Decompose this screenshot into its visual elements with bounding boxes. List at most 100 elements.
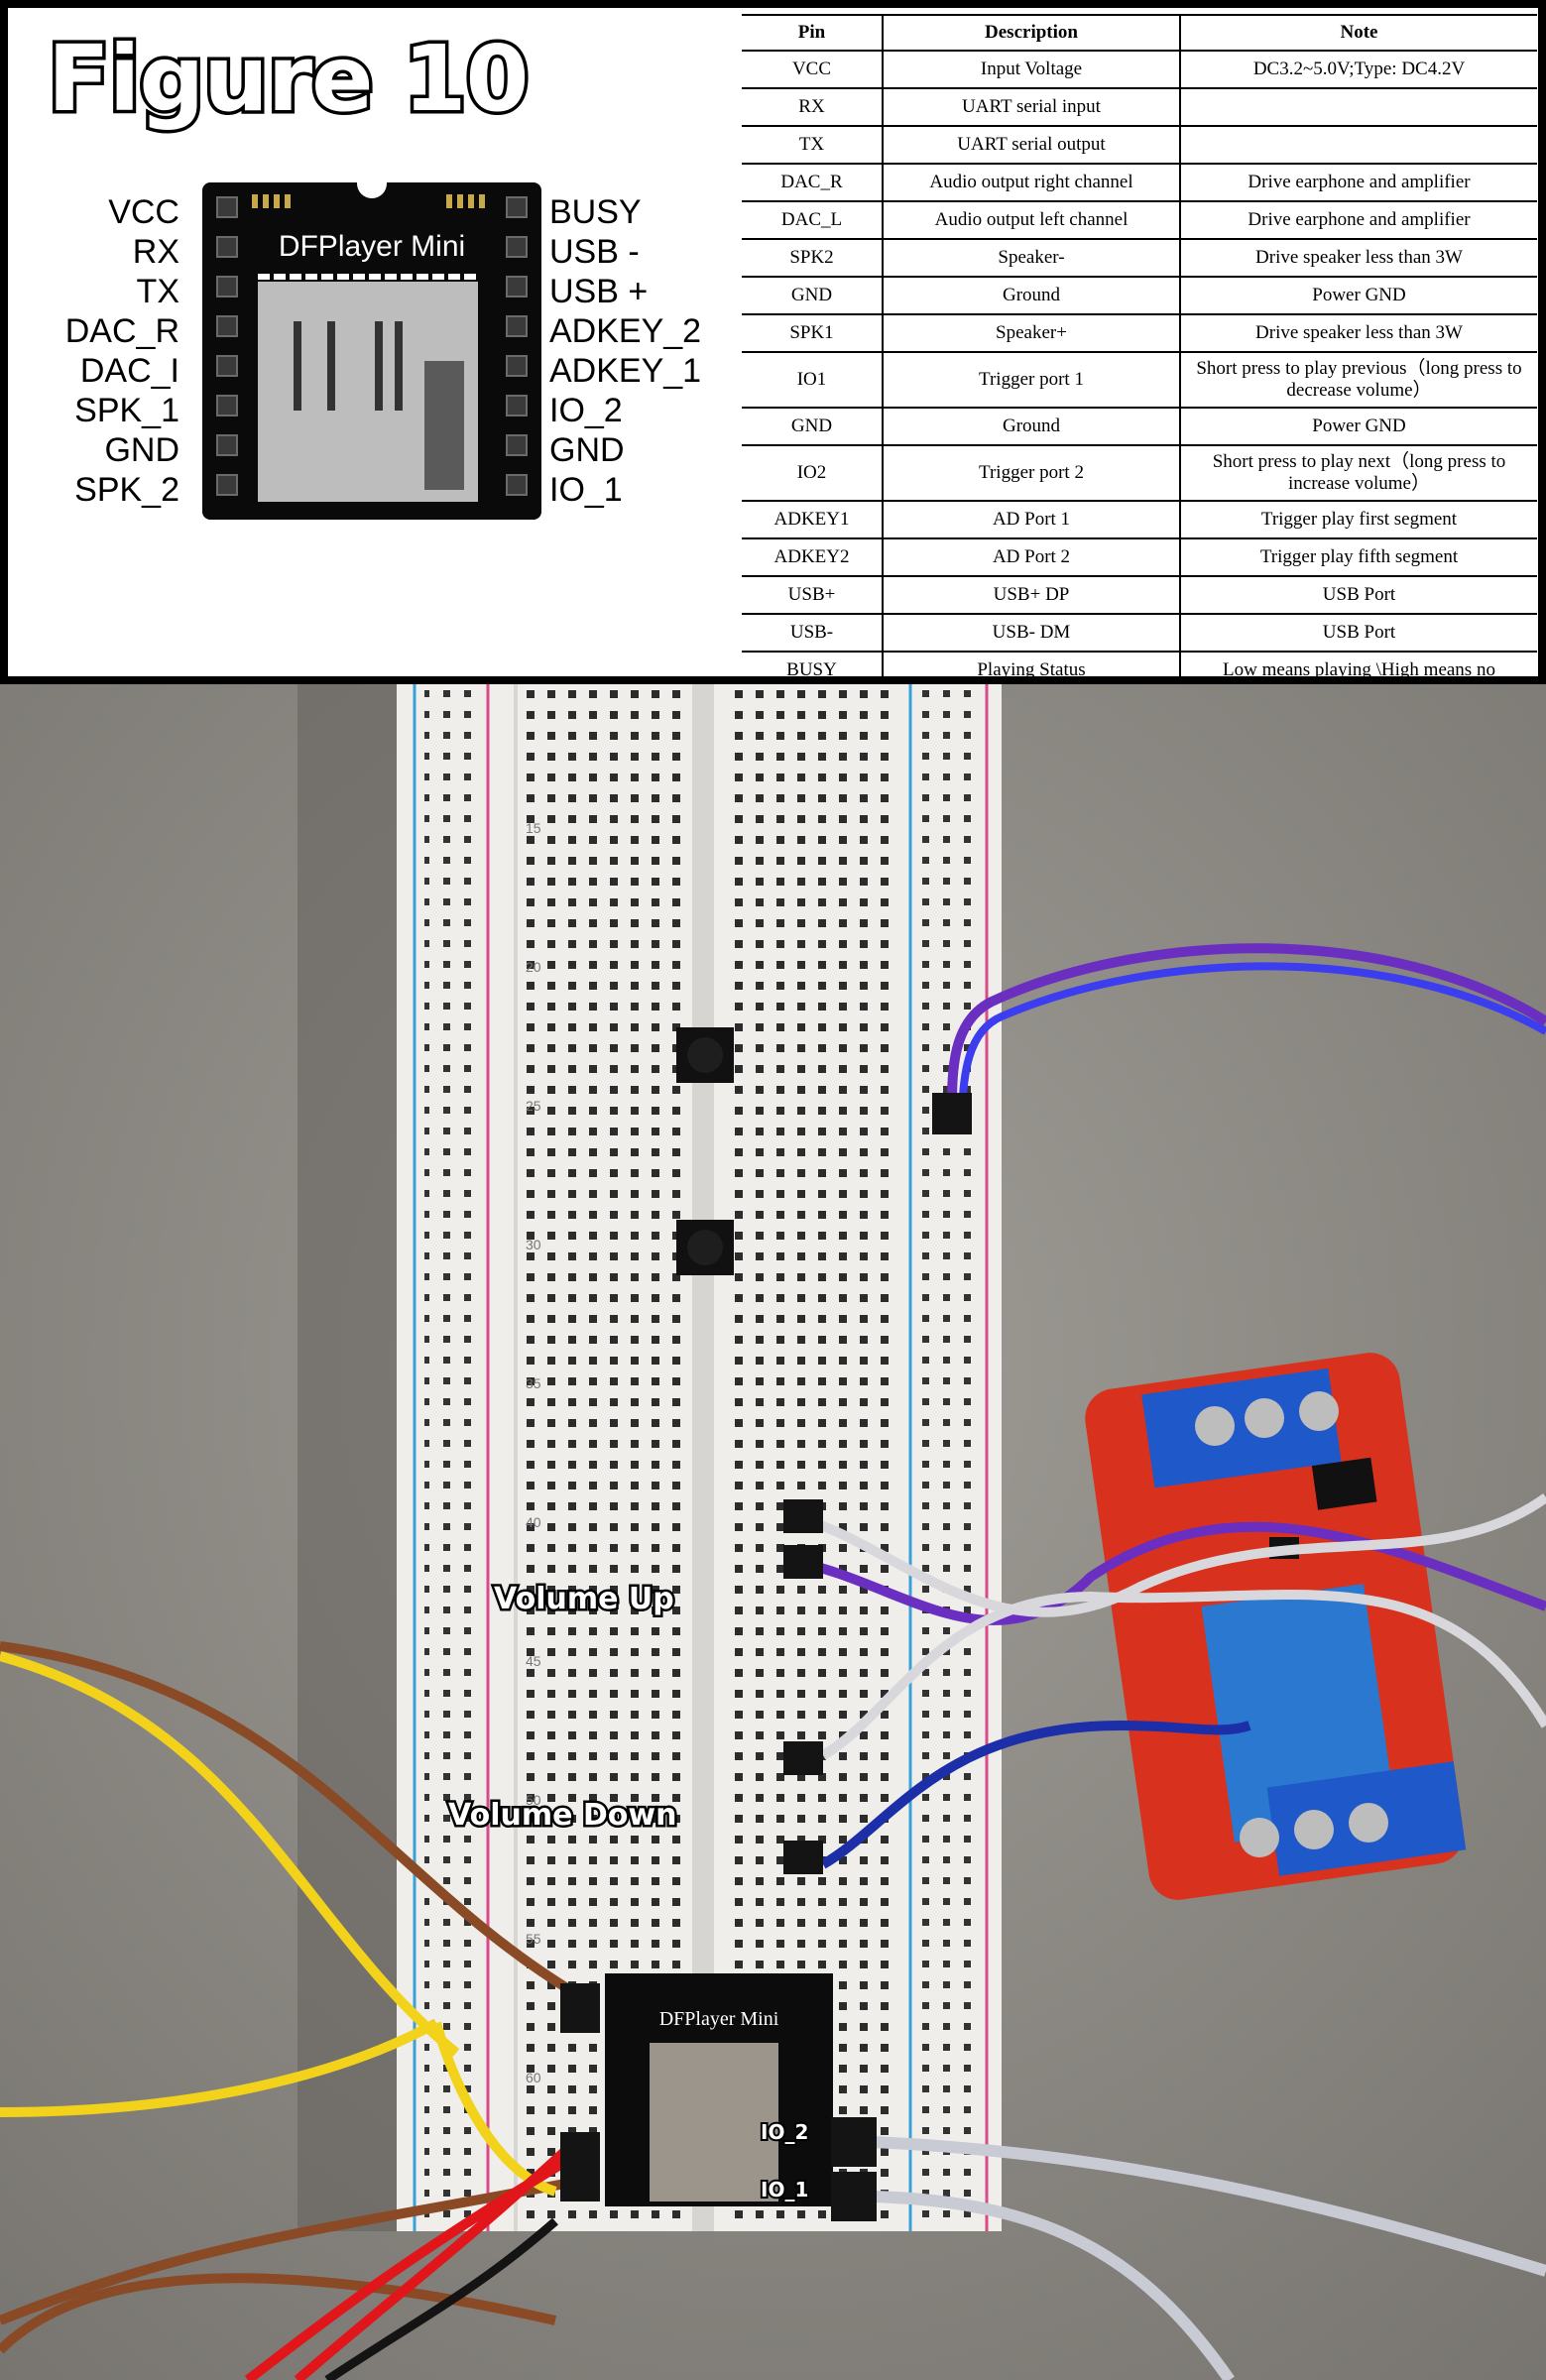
cell-pin: ADKEY2 [742, 537, 883, 576]
pinout-panel-inner: Figure 10 VCC RX TX DAC_R DAC_I SPK_1 GN… [8, 8, 1538, 688]
cell-note: Short press to play next（long press to i… [1179, 444, 1537, 501]
cell-description: Trigger port 2 [882, 444, 1180, 501]
figure-title: Figure 10 [45, 23, 534, 136]
left-pin-label: RX [132, 233, 179, 271]
wire-connector [831, 2117, 877, 2167]
module-pin [506, 315, 528, 337]
wire-purple-top [947, 943, 1546, 1112]
push-button-volume-up [676, 1027, 734, 1083]
wire-brown [0, 2177, 576, 2325]
left-pin-label: GND [104, 431, 179, 469]
left-pin-label: SPK_2 [74, 471, 179, 509]
dfplayer-module-on-board: DFPlayer Mini [605, 1973, 833, 2206]
left-pin-label: SPK_1 [74, 392, 179, 429]
cell-note: Power GND [1179, 407, 1537, 445]
module-pads-left [252, 194, 292, 208]
rail-holes-right [920, 684, 978, 2231]
row-number: 40 [526, 1514, 541, 1530]
row-number: 30 [526, 1237, 541, 1252]
cell-description: USB+ DP [882, 575, 1180, 614]
wire-grey-io1 [872, 2191, 1235, 2380]
module-notch [357, 177, 387, 198]
module-pin [216, 315, 238, 337]
module-pin [216, 196, 238, 218]
cell-description: Ground [882, 407, 1180, 445]
cell-pin: USB- [742, 613, 883, 652]
card-contact [375, 321, 383, 411]
row-number: 20 [526, 959, 541, 975]
row-number: 35 [526, 1375, 541, 1391]
wire-yellow-upper [0, 1651, 460, 2057]
module-pin [506, 236, 528, 258]
cell-pin: SPK1 [742, 313, 883, 352]
cell-note: USB Port [1179, 613, 1537, 652]
left-pin-label: TX [136, 273, 179, 310]
module-pin [216, 434, 238, 456]
module-pin [506, 474, 528, 496]
wire-connector [560, 1983, 600, 2033]
cell-pin: GND [742, 407, 883, 445]
cell-description: Ground [882, 276, 1180, 314]
cell-pin: DAC_L [742, 200, 883, 239]
rail-holes-left [424, 684, 482, 2231]
row-number: 25 [526, 1098, 541, 1114]
cell-note: Short press to play previous（long press … [1179, 351, 1537, 408]
cell-description: Speaker+ [882, 313, 1180, 352]
module-pin [216, 355, 238, 377]
module-pin [216, 474, 238, 496]
wire-purple-relay [792, 1521, 1546, 1625]
cell-note: Drive earphone and amplifier [1179, 200, 1537, 239]
cell-description: UART serial input [882, 87, 1180, 126]
cell-pin: BUSY [742, 651, 883, 688]
cell-description: Trigger port 1 [882, 351, 1180, 408]
cell-pin: ADKEY1 [742, 500, 883, 538]
card-latch [424, 361, 464, 490]
module-pin [506, 196, 528, 218]
cell-description: UART serial output [882, 125, 1180, 164]
cell-note: DC3.2~5.0V;Type: DC4.2V [1179, 50, 1537, 88]
cell-description: Input Voltage [882, 50, 1180, 88]
cell-note: Trigger play fifth segment [1179, 537, 1537, 576]
cell-description: USB- DM [882, 613, 1180, 652]
right-pin-label: GND [549, 431, 625, 469]
wire-blue-top [958, 962, 1546, 1112]
module-pin [506, 355, 528, 377]
left-pin-label: VCC [108, 193, 179, 231]
cell-note: Trigger play first segment [1179, 500, 1537, 538]
wire-white-relay [792, 1492, 1546, 1617]
wire-red-2 [244, 2157, 568, 2380]
table-header: Pin [742, 14, 883, 51]
table-header: Description [882, 14, 1180, 51]
wire-grey-io2 [872, 2136, 1546, 2277]
breadboard-photo: DFPlayer Mini 15 20 25 30 35 [0, 684, 1546, 2380]
right-pin-label: ADKEY_1 [549, 352, 702, 390]
wire-brown-upper [0, 1641, 578, 1998]
cell-pin: TX [742, 125, 883, 164]
module-pin [216, 276, 238, 298]
cell-pin: DAC_R [742, 163, 883, 201]
push-button-volume-down [676, 1220, 734, 1275]
cell-pin: RX [742, 87, 883, 126]
table-header: Note [1179, 14, 1537, 51]
cell-note [1179, 125, 1537, 164]
card-slot-edge [258, 274, 478, 280]
wire-connector [783, 1545, 823, 1579]
cell-note: Drive speaker less than 3W [1179, 313, 1537, 352]
io1-label: IO_1 [759, 2176, 810, 2203]
wire-blue-relay [820, 1720, 1251, 1869]
pinout-panel: Figure 10 VCC RX TX DAC_R DAC_I SPK_1 GN… [0, 0, 1546, 688]
cell-pin: USB+ [742, 575, 883, 614]
wire-connector [560, 2132, 600, 2202]
row-number: 50 [526, 1792, 541, 1808]
